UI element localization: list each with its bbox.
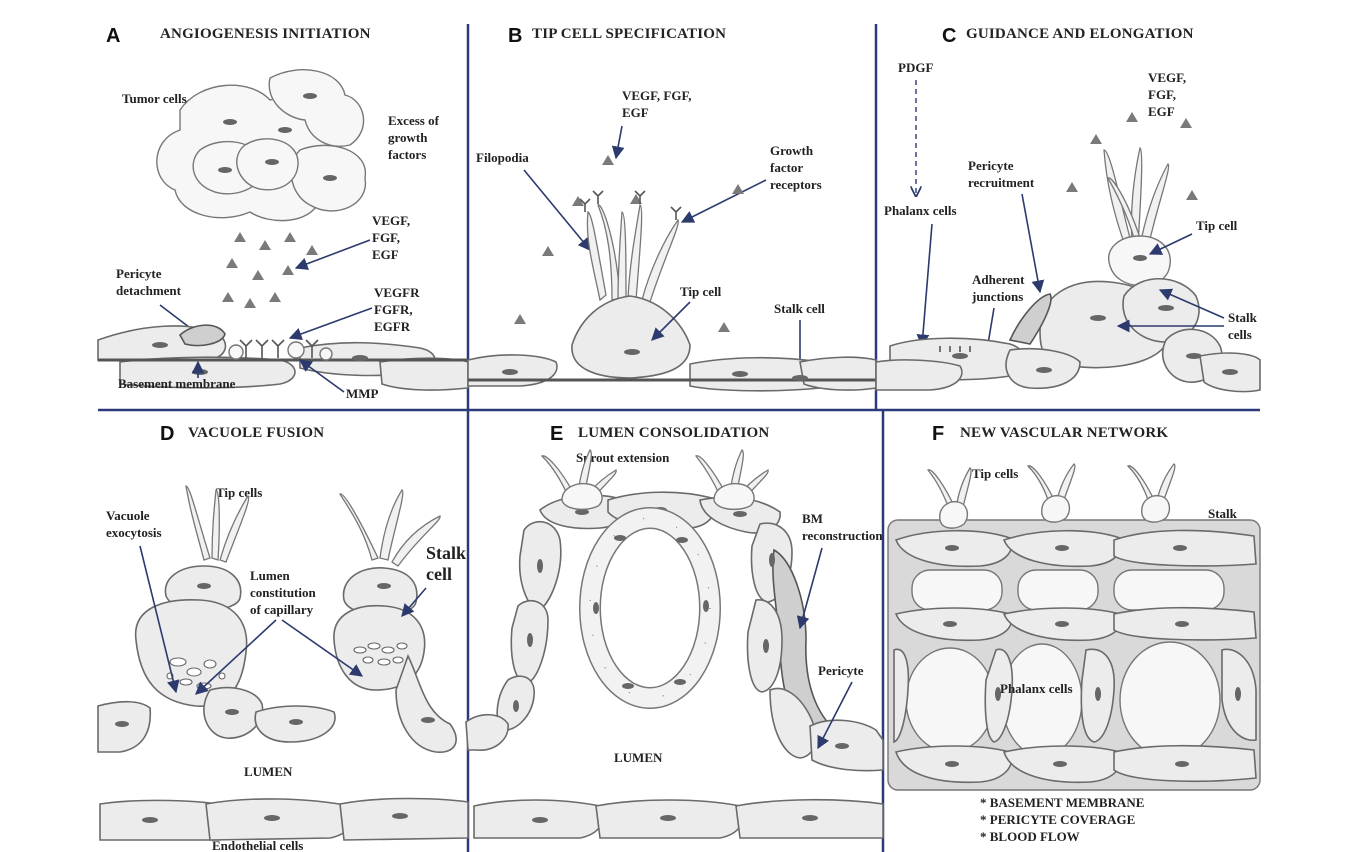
label-pericyte-1: Pericyte xyxy=(116,266,162,281)
label-adherent-2: junctions xyxy=(971,289,1023,304)
label-f-stalk-1: Stalk xyxy=(1208,506,1238,521)
label-lumen-c-2: constitution xyxy=(250,585,317,600)
panel-e: E LUMEN CONSOLIDATION Sprout extension xyxy=(466,423,883,838)
label-gfr-1: Growth xyxy=(770,143,814,158)
label-f-tip-cells: Tip cells xyxy=(972,466,1018,481)
label-pericyte-2: detachment xyxy=(116,283,182,298)
label-c-gf-3: EGF xyxy=(1148,104,1175,119)
label-receptor-3: EGFR xyxy=(374,319,411,334)
label-e-lumen: LUMEN xyxy=(614,750,663,765)
panel-e-title: LUMEN CONSOLIDATION xyxy=(578,425,769,441)
label-receptor-1: VEGFR xyxy=(374,285,420,300)
panel-a-letter: A xyxy=(106,25,120,47)
label-vacuole-2: exocytosis xyxy=(106,525,162,540)
sprout-c xyxy=(1010,148,1222,382)
label-adherent-1: Adherent xyxy=(972,272,1025,287)
tumor-cell-cluster xyxy=(157,70,366,221)
panel-d: D VACUOLE FUSION Tip cells xyxy=(98,423,468,852)
label-a-gf-3: EGF xyxy=(372,247,399,262)
label-excess-2: growth xyxy=(388,130,428,145)
label-lumen-c-3: of capillary xyxy=(250,602,314,617)
label-gfr-2: factor xyxy=(770,160,803,175)
panel-c-title: GUIDANCE AND ELONGATION xyxy=(966,26,1194,42)
growth-factors-a xyxy=(222,232,318,308)
panel-f: F NEW VASCULAR NETWORK Tip cells Stalk c… xyxy=(888,423,1260,844)
label-gfr-3: receptors xyxy=(770,177,822,192)
panel-b-title: TIP CELL SPECIFICATION xyxy=(532,26,726,42)
label-pdgf: PDGF xyxy=(898,60,933,75)
label-tumor-cells: Tumor cells xyxy=(122,91,187,106)
label-c-gf-2: FGF, xyxy=(1148,87,1176,102)
label-endothelial: Endothelial cells xyxy=(212,838,303,852)
label-d-stalk-1: Stalk xyxy=(426,543,466,563)
panel-e-letter: E xyxy=(550,423,563,445)
vessel-bottom-e xyxy=(474,800,883,838)
label-c-gf-1: VEGF, xyxy=(1148,70,1186,85)
panel-a-title: ANGIOGENESIS INITIATION xyxy=(160,26,371,42)
panel-b: B TIP CELL SPECIFICATION VEGF, FGF, EGF … xyxy=(468,25,876,391)
label-d-tip-cells: Tip cells xyxy=(216,485,262,500)
label-mmp: MMP xyxy=(346,386,379,401)
label-d-stalk-2: cell xyxy=(426,564,452,584)
label-b-stalk-cell: Stalk cell xyxy=(774,301,825,316)
note-blood-flow: * BLOOD FLOW xyxy=(980,829,1080,844)
label-e-pericyte: Pericyte xyxy=(818,663,864,678)
label-receptor-2: FGFR, xyxy=(374,302,413,317)
label-b-gf-2: EGF xyxy=(622,105,649,120)
panel-a: A ANGIOGENESIS INITIATION Tumor cells Ex… xyxy=(98,25,468,401)
label-excess-3: factors xyxy=(388,147,426,162)
notes-f: * BASEMENT MEMBRANE * PERICYTE COVERAGE … xyxy=(980,795,1144,844)
label-bm-1: BM xyxy=(802,511,823,526)
label-c-stalk-1: Stalk xyxy=(1228,310,1258,325)
panel-c: C GUIDANCE AND ELONGATION PDGF VEGF, FGF… xyxy=(876,25,1260,392)
tip-cell-b xyxy=(572,191,690,378)
note-basement-membrane: * BASEMENT MEMBRANE xyxy=(980,795,1144,810)
note-pericyte-coverage: * PERICYTE COVERAGE xyxy=(980,812,1135,827)
label-c-pericyte-1: Pericyte xyxy=(968,158,1014,173)
panel-c-letter: C xyxy=(942,25,956,47)
label-basement-membrane: Basement membrane xyxy=(118,376,236,391)
label-c-pericyte-2: recruitment xyxy=(968,175,1035,190)
label-f-phalanx: Phalanx cells xyxy=(1000,681,1073,696)
panel-d-title: VACUOLE FUSION xyxy=(188,425,324,441)
receptors-b xyxy=(580,191,681,220)
panel-f-title: NEW VASCULAR NETWORK xyxy=(960,425,1168,441)
growth-factors-c xyxy=(1066,112,1198,200)
label-bm-2: reconstruction xyxy=(802,528,883,543)
panel-f-letter: F xyxy=(932,423,944,445)
label-excess-1: Excess of xyxy=(388,113,440,128)
panel-d-letter: D xyxy=(160,423,174,445)
label-filopodia: Filopodia xyxy=(476,150,529,165)
label-c-stalk-2: cells xyxy=(1228,327,1252,342)
label-d-lumen: LUMEN xyxy=(244,764,293,779)
label-a-gf-1: VEGF, xyxy=(372,213,410,228)
label-a-gf-2: FGF, xyxy=(372,230,400,245)
vascular-network xyxy=(888,464,1260,790)
label-c-tip-cell: Tip cell xyxy=(1196,218,1238,233)
label-b-tip-cell: Tip cell xyxy=(680,284,722,299)
label-phalanx: Phalanx cells xyxy=(884,203,957,218)
panel-b-letter: B xyxy=(508,25,522,47)
label-vacuole-1: Vacuole xyxy=(106,508,150,523)
vessel-bottom-d xyxy=(100,799,468,841)
ring-lumen-e xyxy=(590,518,710,698)
label-lumen-c-1: Lumen xyxy=(250,568,291,583)
sprout-tips-f xyxy=(928,464,1175,528)
label-b-gf-1: VEGF, FGF, xyxy=(622,88,691,103)
